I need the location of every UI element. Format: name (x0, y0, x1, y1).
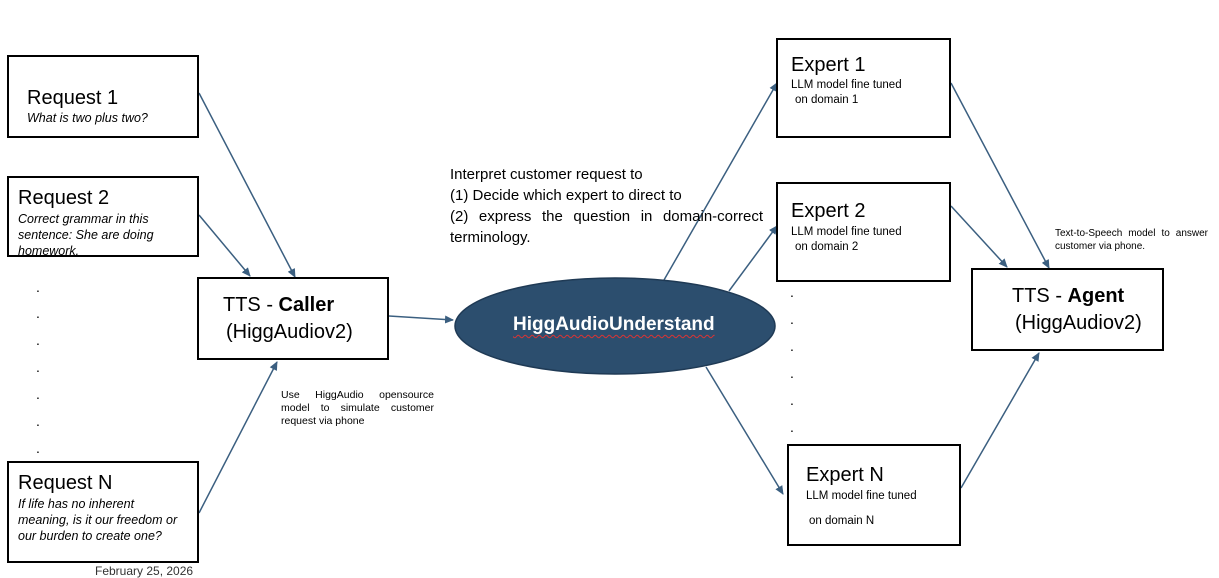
caller-note: Use HiggAudio opensource model to simula… (281, 389, 434, 427)
ellipsis-dot: . (36, 305, 40, 321)
expert-n-line-2: on domain N (809, 515, 875, 527)
expert-n-box: Expert N LLM model fine tuned on domain … (787, 444, 961, 546)
caller-role: Caller (278, 294, 335, 316)
interpret-line-3: (2) express the question in domain-corre… (450, 208, 763, 246)
expert-1-title: Expert 1 (791, 54, 866, 76)
request-n-box: Request N If life has no inherent meanin… (7, 461, 199, 563)
agent-role: Agent (1067, 285, 1125, 307)
arrow-expert2-agent (950, 205, 1008, 268)
arrow-requestn-caller (198, 361, 278, 514)
caller-prefix: TTS - (223, 294, 279, 316)
request-2-box: Request 2 Correct grammar in this senten… (7, 176, 199, 258)
interpret-text: Interpret customer request to (1) Decide… (450, 164, 763, 248)
request-2-title: Request 2 (18, 187, 110, 209)
caller-model: (HiggAudiov2) (226, 321, 353, 343)
expert-1-line-2: on domain 1 (795, 94, 859, 106)
arrow-request1-caller (198, 92, 296, 278)
agent-note: Text-to-Speech model to answer customer … (1055, 228, 1208, 252)
expert-1-line-1: LLM model fine tuned (791, 79, 902, 91)
ellipsis-dot: . (36, 413, 40, 429)
expert-2-box: Expert 2 LLM model fine tuned on domain … (776, 182, 951, 282)
agent-title: TTS - Agent (1012, 285, 1124, 308)
expert-2-line-2: on domain 2 (795, 241, 859, 253)
request-n-text: If life has no inherent meaning, is it o… (18, 497, 178, 543)
footer-date: February 25, 2026 (95, 564, 194, 578)
ellipsis-dot: . (36, 386, 40, 402)
ellipsis-dot: . (790, 311, 794, 327)
ellipsis-dot: . (790, 392, 794, 408)
request-2-text: Correct grammar in this sentence: She ar… (18, 212, 154, 258)
arrow-expertn-agent (960, 352, 1040, 489)
arrow-understand-expert1 (663, 82, 778, 281)
expert-1-box: Expert 1 LLM model fine tuned on domain … (776, 38, 951, 138)
agent-model: (HiggAudiov2) (1015, 312, 1142, 334)
ellipsis-dot: . (36, 440, 40, 456)
agent-box: TTS - Agent (HiggAudiov2) (971, 268, 1164, 351)
ellipsis-dot: . (36, 359, 40, 375)
ellipsis-dot: . (790, 338, 794, 354)
expert-n-title: Expert N (806, 464, 884, 486)
understand-ellipse (454, 277, 776, 375)
caller-title: TTS - Caller (223, 294, 334, 317)
arrow-caller-understand (388, 315, 454, 324)
expert-n-line-1: LLM model fine tuned (806, 490, 917, 502)
understand-label: HiggAudioUnderstand (513, 314, 715, 335)
caller-box: TTS - Caller (HiggAudiov2) (197, 277, 389, 360)
request-1-box: Request 1 What is two plus two? (7, 55, 199, 138)
agent-prefix: TTS - (1012, 285, 1068, 307)
arrow-expert1-agent (950, 82, 1050, 269)
expert-2-title: Expert 2 (791, 200, 866, 222)
ellipsis-dot: . (790, 365, 794, 381)
request-1-title: Request 1 (27, 87, 119, 109)
interpret-line-2: (1) Decide which expert to direct to (450, 187, 682, 204)
ellipsis-dot: . (790, 284, 794, 300)
ellipsis-dot: . (36, 279, 40, 295)
arrow-understand-expert2 (728, 225, 778, 292)
request-n-title: Request N (18, 472, 113, 494)
arrow-request2-caller (198, 214, 251, 277)
ellipsis-dot: . (36, 332, 40, 348)
interpret-line-1: Interpret customer request to (450, 166, 643, 183)
ellipsis-dot: . (790, 419, 794, 435)
request-1-text: What is two plus two? (27, 111, 148, 125)
arrow-understand-expertn (705, 366, 784, 495)
expert-2-line-1: LLM model fine tuned (791, 226, 902, 238)
